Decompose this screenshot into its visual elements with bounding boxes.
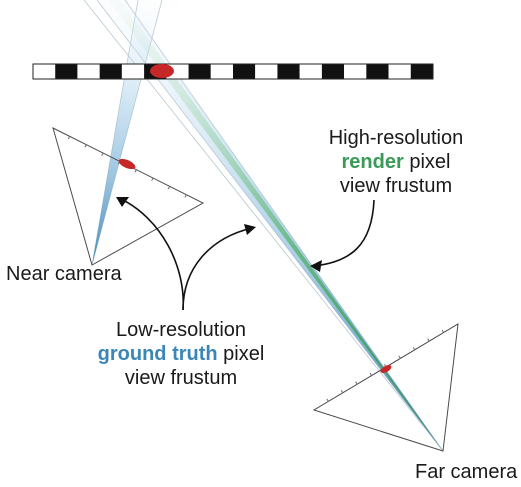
pixel-cell: [121, 64, 145, 79]
low-res-caption: Low-resolution ground truth pixel view f…: [78, 318, 284, 390]
near-camera: [52, 127, 205, 266]
pixel-cell: [210, 64, 233, 79]
image-plane-tick: [326, 398, 329, 402]
image-plane-tick: [67, 136, 71, 140]
arrowhead-render: [310, 260, 322, 272]
high-res-line2-rest: pixel: [403, 151, 451, 173]
pixel-cell: [321, 64, 345, 79]
low-res-line3: view frustum: [124, 367, 238, 389]
ground-truth-emphasis: ground truth: [97, 343, 218, 365]
pixel-cell: [277, 64, 300, 79]
strip-pixel-marker: [150, 64, 174, 78]
far-camera: [312, 323, 459, 452]
high-res-line1: High-resolution: [328, 127, 464, 149]
high-res-line2: render pixel: [306, 150, 486, 174]
pixel-cell: [366, 64, 389, 79]
image-plane-tick: [340, 389, 344, 394]
near-camera-label: Near camera: [6, 263, 122, 285]
image-plane-tick: [441, 329, 445, 333]
low-res-line2: ground truth pixel: [78, 342, 284, 366]
pixel-cell: [233, 64, 256, 79]
arrowhead-far: [244, 224, 256, 235]
pixel-cell: [33, 64, 56, 79]
pixel-strip-border: [32, 63, 434, 80]
image-plane-tick: [151, 177, 154, 181]
pixel-cell: [188, 64, 211, 79]
image-plane-tick: [398, 355, 401, 359]
image-plane-tick: [369, 372, 373, 376]
image-plane-tick: [427, 338, 430, 342]
low-res-far-frustum: [97, 0, 443, 451]
image-plane-tick: [101, 152, 104, 156]
render-emphasis: render: [341, 151, 404, 173]
near-camera-pixel-marker: [118, 158, 136, 170]
image-plane-tick: [134, 169, 137, 173]
image-plane-tick: [184, 194, 187, 198]
pixel-strip: [32, 63, 434, 80]
high-res-line3: view frustum: [339, 175, 453, 197]
pixel-cell: [299, 64, 322, 79]
low-res-line2-rest: pixel: [217, 343, 265, 365]
arrow-to-render-frustum: [313, 199, 375, 267]
image-plane-tick: [412, 346, 416, 351]
far-camera-label: Far camera: [415, 461, 518, 483]
arrow-to-near-frustum: [118, 197, 185, 311]
high-res-render-frustum: [108, 0, 443, 451]
pixel-cell: [344, 64, 367, 79]
low-res-line1: Low-resolution: [115, 319, 247, 341]
annotation-arrows: [118, 197, 375, 311]
far-camera-pixel-marker: [380, 365, 392, 373]
pixel-cell: [55, 64, 78, 79]
pixel-cell: [77, 64, 100, 79]
arrow-heads: [116, 197, 322, 272]
high-res-caption: High-resolution render pixel view frustu…: [306, 126, 486, 198]
image-plane-tick: [355, 381, 358, 385]
arrowhead-near: [116, 197, 129, 207]
image-plane-tick: [167, 186, 171, 190]
image-plane-tick: [84, 144, 87, 148]
pixel-cell: [410, 64, 433, 79]
pixel-cell: [99, 64, 122, 79]
pixel-cell: [388, 64, 411, 79]
arrow-to-far-frustum: [182, 227, 253, 311]
pixel-cell: [255, 64, 278, 79]
